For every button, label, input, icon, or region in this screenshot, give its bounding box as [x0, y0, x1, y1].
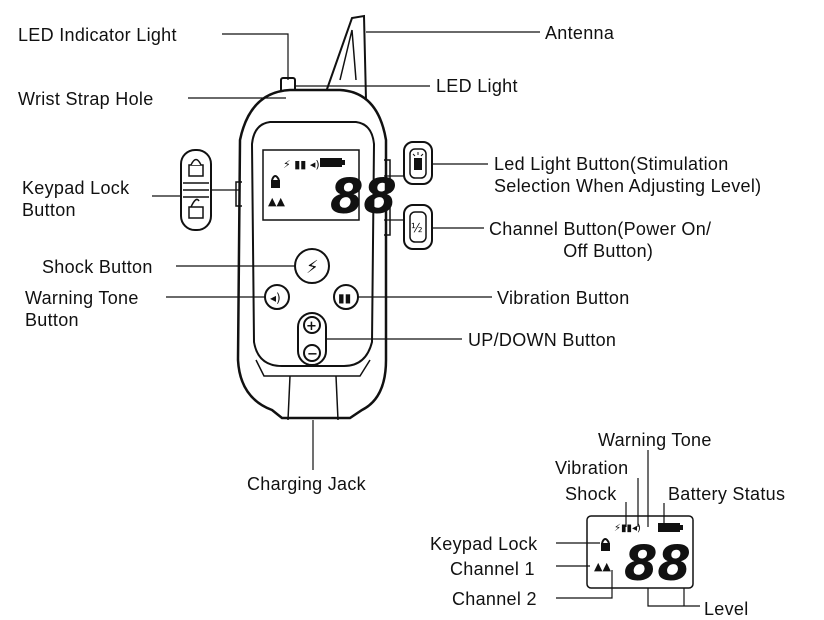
label-led-light-button: Led Light Button(Stimulation Selection W…	[494, 154, 762, 196]
legend-vibration: Vibration	[555, 458, 629, 478]
svg-text:▲▲: ▲▲	[594, 560, 611, 573]
label-led-light: LED Light	[436, 76, 518, 96]
lcd-digits: 88	[330, 169, 397, 225]
svg-text:▮▮: ▮▮	[338, 291, 351, 305]
label-keypad-lock-button: Keypad Lock Button	[22, 178, 130, 220]
legend-channel-1: Channel 1	[450, 559, 535, 579]
legend-lcd-digits: 88	[624, 536, 691, 592]
svg-text:◂): ◂)	[270, 291, 281, 305]
svg-text:⚡ ▮▮ ◂): ⚡ ▮▮ ◂)	[283, 158, 320, 171]
legend-warning-tone: Warning Tone	[598, 430, 712, 450]
label-vibration-button: Vibration Button	[497, 288, 630, 308]
svg-text:+: +	[306, 319, 317, 334]
keypad-lock-detail	[180, 149, 212, 231]
svg-text:⚡▮▮◂): ⚡▮▮◂)	[614, 523, 641, 534]
legend-battery-status: Battery Status	[668, 484, 786, 504]
legend-lcd: 88 ⚡▮▮◂) ▲▲	[586, 515, 694, 592]
label-led-indicator-light: LED Indicator Light	[18, 25, 177, 45]
label-charging-jack: Charging Jack	[247, 474, 366, 494]
channel-button-face: ½	[411, 221, 423, 235]
face-panel	[250, 121, 376, 367]
label-up-down-button: UP/DOWN Button	[468, 330, 617, 350]
label-wrist-strap-hole: Wrist Strap Hole	[18, 89, 154, 109]
legend-level: Level	[704, 599, 749, 619]
label-shock-button: Shock Button	[42, 257, 153, 277]
label-antenna: Antenna	[545, 23, 615, 43]
legend-shock: Shock	[565, 484, 617, 504]
legend-channel-2: Channel 2	[452, 589, 537, 609]
remote-lcd: 88 ⚡ ▮▮ ◂) ▲▲	[262, 149, 397, 225]
label-warning-tone-button: Warning Tone Button	[25, 288, 139, 330]
led-light-button-detail	[403, 141, 433, 185]
channel-button-detail	[403, 204, 433, 250]
label-channel-button: Channel Button(Power On/ Off Button)	[489, 219, 712, 261]
legend-keypad-lock: Keypad Lock	[430, 534, 538, 554]
leader-lines	[152, 31, 540, 470]
svg-text:−: −	[307, 347, 318, 362]
svg-text:⚡: ⚡	[306, 257, 319, 278]
svg-text:▲▲: ▲▲	[268, 195, 285, 208]
legend-leader-lines	[556, 450, 700, 607]
